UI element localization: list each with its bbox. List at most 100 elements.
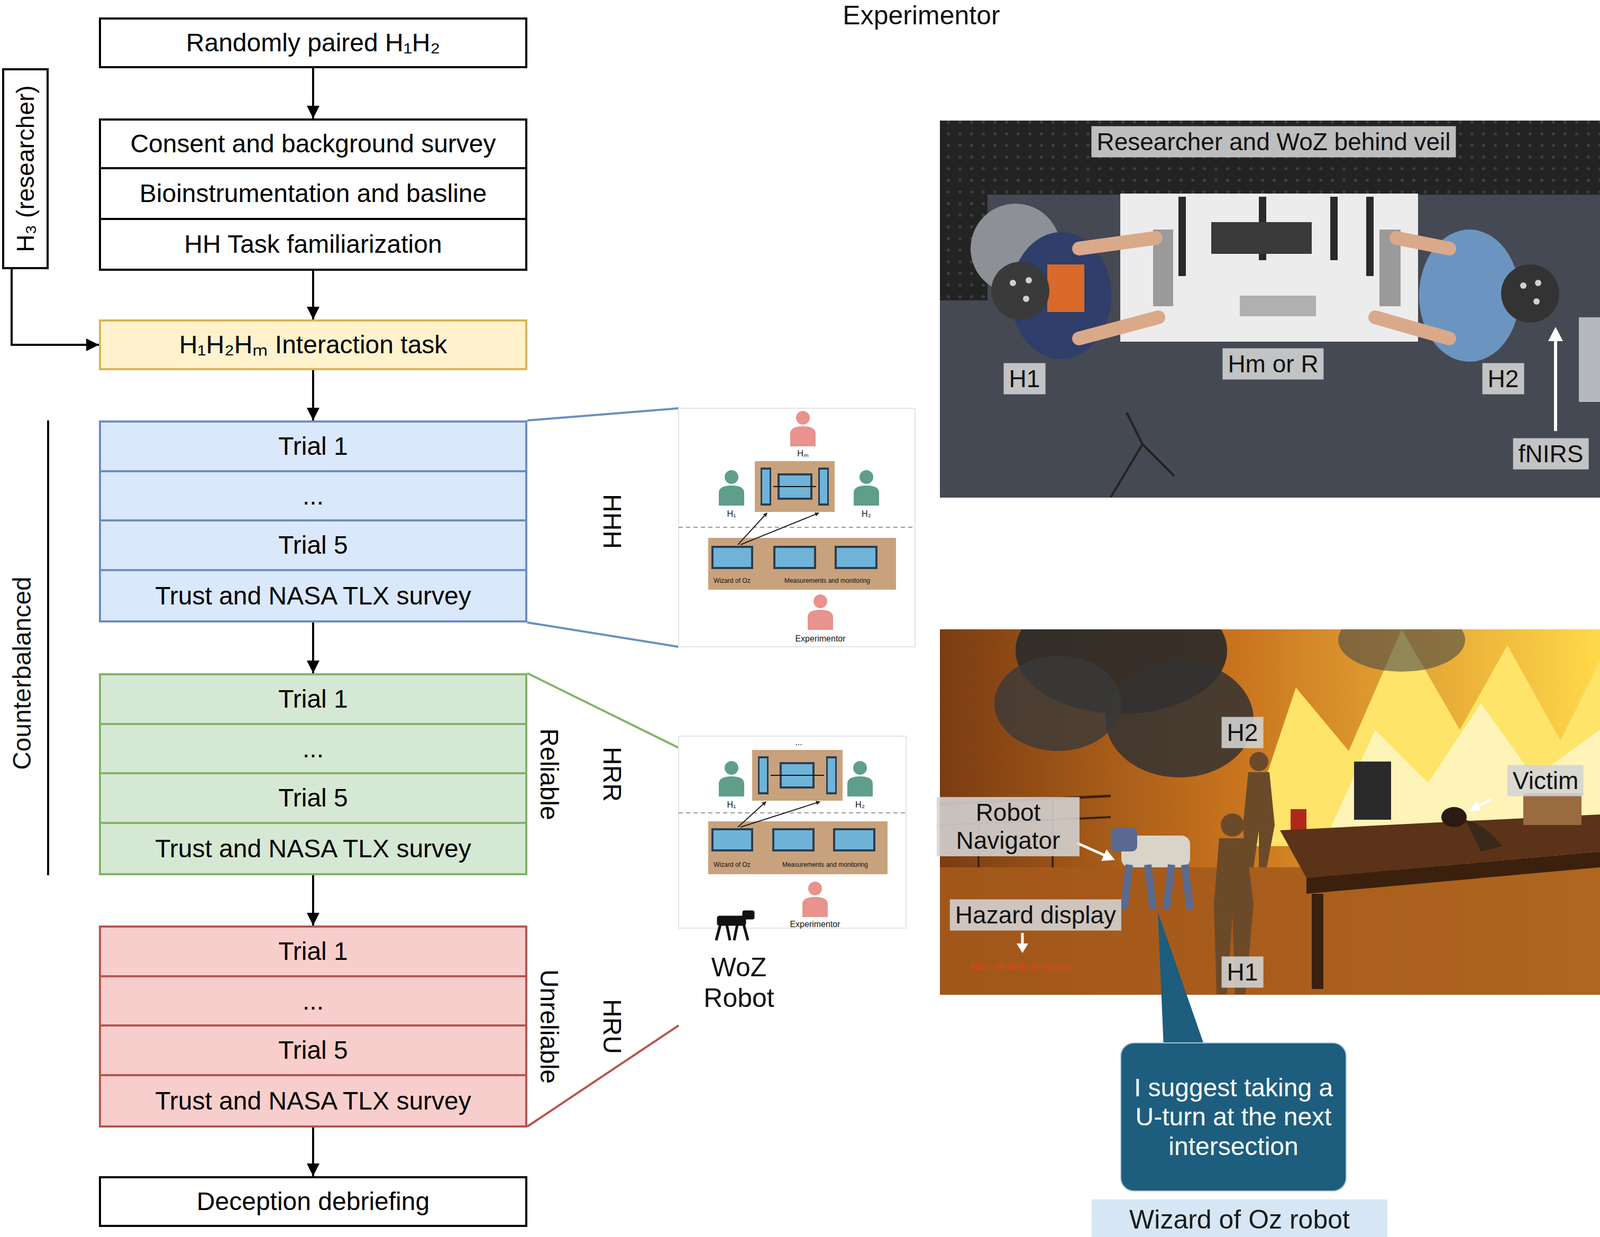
arrow-head bbox=[306, 407, 320, 421]
box-text: I suggest taking a U-turn at the next in… bbox=[1129, 1073, 1338, 1161]
box-text: Trial 1 bbox=[278, 684, 349, 714]
lab-photo bbox=[939, 120, 1600, 498]
trial-row: Trust and NASA TLX survey bbox=[101, 1076, 526, 1127]
condition-group: UnreliableHRUTrial 1...Trial 5Trust and … bbox=[98, 925, 528, 1128]
annotation: Experimentor bbox=[789, 919, 840, 930]
annotation: H₂ bbox=[861, 509, 872, 519]
box-text: Trial 5 bbox=[278, 783, 349, 813]
connector bbox=[306, 875, 320, 926]
box-text: Trust and NASA TLX survey bbox=[154, 581, 472, 611]
process-box: Randomly paired H₁H₂ bbox=[98, 17, 528, 69]
group-label: HRU bbox=[597, 995, 627, 1058]
trial-row: Trial 1 bbox=[101, 927, 526, 978]
arrow-head bbox=[306, 912, 320, 926]
annotation: ... bbox=[794, 737, 802, 748]
trial-row: Trial 5 bbox=[101, 521, 526, 572]
hhh-scene bbox=[678, 408, 916, 647]
group-label: Reliable bbox=[534, 725, 564, 824]
trial-row: Trial 1 bbox=[101, 675, 526, 726]
process-box: Deception debriefing bbox=[98, 1176, 528, 1228]
leader-lines bbox=[527, 408, 679, 1127]
box-text: Consent and background survey bbox=[130, 129, 496, 159]
connector-line bbox=[11, 269, 99, 345]
trial-row: ... bbox=[101, 472, 526, 523]
condition-group: HHHTrial 1...Trial 5Trust and NASA TLX s… bbox=[98, 420, 528, 623]
box-text: Deception debriefing bbox=[196, 1186, 430, 1216]
connector bbox=[11, 269, 99, 352]
annotation: Experimentor bbox=[794, 634, 846, 644]
arrow-head bbox=[86, 338, 99, 352]
trial-row: Trust and NASA TLX survey bbox=[101, 571, 526, 621]
researcher-bracket: H₃ (researcher) bbox=[2, 68, 49, 270]
photo-tag: H2 bbox=[1221, 717, 1264, 749]
box-text: Trial 1 bbox=[278, 431, 349, 461]
annotation: NOx: 49 Medium Hazard bbox=[970, 962, 1070, 973]
bracket-label: Counterbalanced bbox=[7, 576, 37, 771]
group-label: HRR bbox=[597, 743, 627, 806]
process-box: HH Task familiarization bbox=[98, 220, 528, 271]
process-box: Bioinstrumentation and basline bbox=[98, 169, 528, 221]
annotation: H₂ bbox=[855, 800, 865, 810]
trial-row: ... bbox=[101, 725, 526, 775]
annotation: WoZ Robot bbox=[686, 952, 792, 1014]
arrow-head bbox=[306, 306, 320, 320]
vertical-label: H₃ (researcher) bbox=[11, 85, 40, 252]
box-text: Trial 5 bbox=[278, 530, 349, 560]
robot-dog-icon bbox=[716, 910, 755, 941]
box-text: Randomly paired H₁H₂ bbox=[186, 28, 441, 58]
annotation: Hₘ bbox=[797, 449, 809, 459]
connector bbox=[306, 370, 320, 421]
annotation: Measurements and monitoring bbox=[784, 577, 871, 585]
photo-tag: H1 bbox=[1221, 956, 1264, 989]
arrow-head bbox=[306, 1163, 320, 1177]
box-text: Wizard of Oz robot bbox=[1129, 1204, 1350, 1236]
robot-navigator bbox=[1110, 827, 1191, 910]
annotation: Measurements and monitoring bbox=[782, 861, 868, 870]
annotation: Wizard of Oz bbox=[713, 861, 751, 870]
connector bbox=[306, 68, 320, 119]
box-text: H₁H₂Hₘ Interaction task bbox=[179, 330, 448, 360]
group-label: Unreliable bbox=[534, 966, 564, 1087]
trial-row: Trial 5 bbox=[101, 774, 526, 825]
bracket-line bbox=[47, 420, 50, 876]
box-text: HH Task familiarization bbox=[184, 229, 442, 259]
group-label: HHH bbox=[597, 490, 627, 553]
photo-tag: fNIRS bbox=[1513, 438, 1589, 470]
photo-tag: H1 bbox=[1003, 363, 1046, 395]
arrow-head bbox=[306, 105, 320, 119]
box-text: Bioinstrumentation and basline bbox=[139, 178, 487, 208]
photo-tag: Researcher and WoZ behind veil bbox=[1091, 126, 1456, 158]
hrr-scene bbox=[678, 736, 907, 929]
photo-tag: H2 bbox=[1482, 363, 1525, 395]
box-text: ... bbox=[302, 481, 324, 511]
connector bbox=[306, 622, 320, 674]
photo-tag: Hm or R bbox=[1222, 348, 1324, 380]
condition-group: ReliableHRRTrial 1...Trial 5Trust and NA… bbox=[98, 673, 528, 876]
annotation: H₁ bbox=[727, 800, 737, 810]
annotation: Experimentor bbox=[842, 0, 1000, 32]
caption-band: Wizard of Oz robot bbox=[1091, 1199, 1388, 1237]
box-text: ... bbox=[302, 986, 324, 1016]
box-text: ... bbox=[302, 734, 324, 764]
trial-row: Trust and NASA TLX survey bbox=[101, 824, 526, 874]
connector bbox=[306, 270, 320, 320]
trial-row: Trial 1 bbox=[101, 422, 526, 473]
box-text: Trial 1 bbox=[278, 936, 349, 966]
task-box: H₁H₂Hₘ Interaction task bbox=[98, 319, 528, 371]
bubble-tail bbox=[1157, 911, 1205, 1048]
trial-row: Trial 5 bbox=[101, 1026, 526, 1077]
box-text: Trial 5 bbox=[278, 1035, 349, 1065]
speech-bubble: I suggest taking a U-turn at the next in… bbox=[1120, 1042, 1347, 1192]
photo-tag: Robot Navigator bbox=[936, 797, 1080, 857]
box-text: Trust and NASA TLX survey bbox=[154, 1086, 472, 1116]
photo-tag: Hazard display bbox=[949, 899, 1122, 931]
annotation: Wizard of Oz bbox=[713, 577, 751, 585]
photo-tag: Victim bbox=[1507, 765, 1584, 797]
connector bbox=[306, 1127, 320, 1177]
box-text: Trust and NASA TLX survey bbox=[154, 834, 472, 864]
arrow-head bbox=[306, 660, 320, 674]
trial-row: ... bbox=[101, 977, 526, 1028]
annotation: H₁ bbox=[727, 509, 737, 519]
process-box: Consent and background survey bbox=[98, 118, 528, 170]
